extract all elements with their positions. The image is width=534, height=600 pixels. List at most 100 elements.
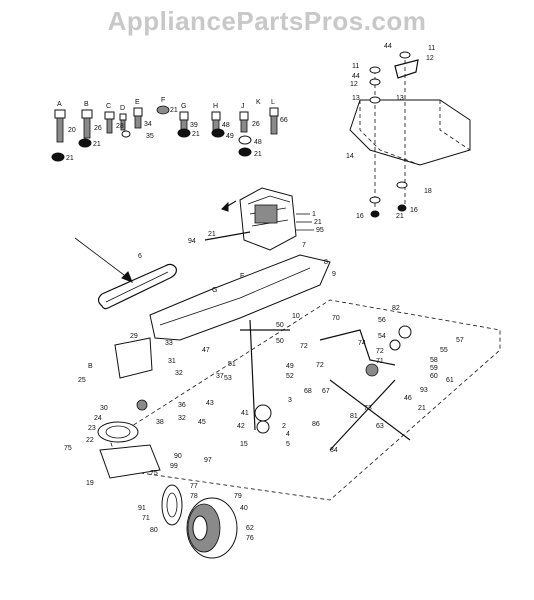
bolt-l[interactable]: [269, 107, 279, 135]
steering-support-assembly: 44 11 12 11 44 12 13 13 14 18 16 16 21: [346, 43, 471, 220]
callout-78: 78: [190, 493, 198, 500]
callout-21c: 21: [93, 141, 101, 148]
nut-f[interactable]: [156, 105, 170, 115]
main-frame: 94 21 7 8 9 F G: [109, 231, 501, 501]
bolt-a[interactable]: [54, 109, 66, 143]
callout-11b: 11: [352, 63, 359, 70]
callout-68: 68: [304, 388, 312, 395]
callout-7: 7: [302, 242, 306, 249]
callout-79: 79: [234, 493, 242, 500]
callout-86: 86: [312, 421, 320, 428]
callout-13b: 13: [396, 95, 404, 102]
callout-31: 31: [168, 358, 176, 365]
callout-30: 30: [100, 405, 108, 412]
hardware-letter-j: J: [241, 103, 245, 110]
callout-58: 58: [430, 357, 438, 364]
callout-45: 45: [198, 419, 206, 426]
center-linkage: 10 50 50 47 51 49 52 53 3 37 36 43 41 42…: [178, 313, 300, 464]
callout-38: 38: [156, 419, 164, 426]
callout-72c: 72: [376, 348, 384, 355]
callout-37: 37: [216, 373, 224, 380]
callout-50b: 50: [276, 338, 284, 345]
hardware-letter-h: H: [213, 103, 218, 110]
callout-72b: 72: [316, 362, 324, 369]
callout-6: 6: [138, 253, 142, 260]
callout-1: 1: [312, 211, 316, 218]
callout-16: 16: [356, 213, 364, 220]
callout-48b: 48: [254, 139, 262, 146]
callout-44b: 44: [352, 73, 360, 80]
callout-50: 50: [276, 322, 284, 329]
callout-25: 25: [78, 377, 86, 384]
callout-71b: 71: [142, 515, 150, 522]
callout-74: 74: [358, 340, 366, 347]
callout-32: 32: [175, 370, 183, 377]
bolt-b[interactable]: [81, 109, 93, 139]
bolt-e[interactable]: [133, 107, 143, 129]
callout-49b: 49: [286, 363, 294, 370]
callout-52: 52: [286, 373, 294, 380]
hardware-letter-g: G: [181, 103, 186, 110]
callout-16b: 16: [410, 207, 418, 214]
callout-82: 82: [392, 305, 400, 312]
callout-41: 41: [241, 410, 249, 417]
callout-90: 90: [174, 453, 182, 460]
callout-21f: 21: [396, 213, 404, 220]
callout-97: 97: [204, 457, 212, 464]
callout-21: 21: [170, 107, 178, 114]
callout-29: 29: [130, 333, 138, 340]
hardware-letter-a: A: [57, 101, 62, 108]
callout-15: 15: [240, 441, 248, 448]
callout-12: 12: [426, 55, 434, 62]
callout-24: 24: [94, 415, 102, 422]
callout-21g: 21: [314, 219, 322, 226]
callout-72: 72: [300, 343, 308, 350]
callout-8: 8: [324, 259, 328, 266]
hardware-letter-e: E: [135, 99, 140, 106]
callout-32b: 32: [178, 415, 186, 422]
right-linkage: 70 72 72 74 72 71 68 67 73 81 63 82 56 5…: [300, 305, 464, 454]
transmission-assembly[interactable]: 30 24 23 22 38 75 19 75 90 99: [64, 399, 182, 487]
bolt-d[interactable]: [119, 113, 127, 131]
callout-48: 48: [222, 122, 230, 129]
callout-51: 51: [228, 361, 236, 368]
callout-28: 28: [116, 123, 124, 130]
callout-22: 22: [86, 437, 94, 444]
callout-63: 63: [376, 423, 384, 430]
callout-76: 76: [246, 535, 254, 542]
callout-23: 23: [88, 425, 96, 432]
callout-57: 57: [456, 337, 464, 344]
callout-47: 47: [202, 347, 210, 354]
callout-44: 44: [384, 43, 392, 50]
bolt-j[interactable]: [239, 111, 249, 133]
callout-56: 56: [378, 317, 386, 324]
callout-94: 94: [188, 238, 196, 245]
callout-4: 4: [286, 431, 290, 438]
callout-18: 18: [424, 188, 432, 195]
callout-40: 40: [240, 505, 248, 512]
callout-75b: 75: [150, 470, 158, 477]
drive-belt[interactable]: 6: [74, 237, 177, 310]
callout-3: 3: [288, 397, 292, 404]
callout-75: 75: [64, 445, 72, 452]
rear-wheel-assembly[interactable]: 91 71 80 77 78 79 40 62 76: [138, 483, 254, 559]
callout-43: 43: [206, 400, 214, 407]
callout-26b: 26: [252, 121, 260, 128]
callout-61: 61: [446, 377, 454, 384]
engine[interactable]: 1 21 95: [221, 187, 324, 251]
frame-letter-g: G: [212, 287, 217, 294]
bolt-c[interactable]: [104, 111, 115, 134]
hardware-letter-d: D: [120, 105, 125, 112]
callout-26: 26: [94, 125, 102, 132]
callout-36: 36: [178, 402, 186, 409]
hardware-letter-l: L: [271, 99, 275, 106]
callout-35: 35: [146, 133, 154, 140]
callout-70: 70: [332, 315, 340, 322]
callout-81: 81: [350, 413, 358, 420]
left-bracket[interactable]: 29 33 B 25 31 32: [78, 333, 183, 384]
callout-54: 54: [378, 333, 386, 340]
hex-nuts: [51, 128, 252, 162]
callout-66: 66: [280, 117, 288, 124]
callout-80: 80: [150, 527, 158, 534]
